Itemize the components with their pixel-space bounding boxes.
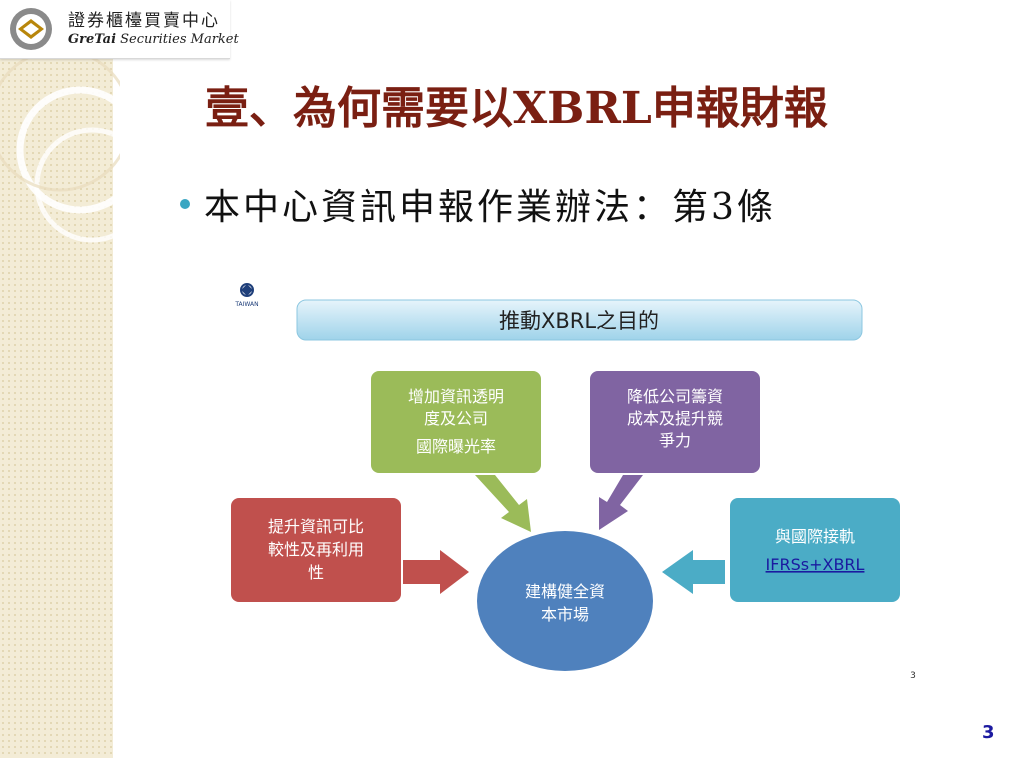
node-transparency-line3: 國際曝光率 <box>416 437 496 456</box>
bullet-text: 本中心資訊申報作業辦法：第3條 <box>204 187 776 228</box>
diagram-inner-page-number: 3 <box>910 671 916 680</box>
node-cost-line1: 降低公司籌資 <box>627 387 723 406</box>
purpose-diagram: TAIWAN 推動XBRL之目的 增加資訊透明 度及公司 國際曝光率 降低公司籌… <box>231 283 916 680</box>
node-comparability-line1: 提升資訊可比 <box>268 517 364 536</box>
arrow-purple <box>599 475 643 530</box>
node-cost-line3: 爭力 <box>659 431 691 450</box>
logo-english-name: GreTai Securities Market <box>68 32 239 47</box>
taiwan-small-logo: TAIWAN <box>234 283 259 308</box>
diagram-header-bar <box>296 299 863 341</box>
node-comparability <box>231 498 401 602</box>
decorative-side-band <box>0 0 113 758</box>
diagram-header-text: 推動XBRL之目的 <box>499 309 659 333</box>
gretai-logo-icon <box>10 8 52 50</box>
node-transparency <box>371 371 541 473</box>
node-cost-line2: 成本及提升競 <box>627 409 723 428</box>
arrow-green <box>475 475 531 532</box>
gretai-logo: 證券櫃檯買賣中心 GreTai Securities Market <box>0 0 239 59</box>
taiwan-logo-text: TAIWAN <box>234 301 258 308</box>
arrow-red <box>403 550 469 594</box>
arrow-cyan <box>662 550 725 594</box>
center-node-line2: 本市場 <box>541 605 589 624</box>
bullet-dot-icon <box>180 199 190 209</box>
page-number: 3 <box>982 722 995 743</box>
node-cost <box>590 371 760 473</box>
node-international <box>730 498 900 602</box>
node-comparability-line3: 性 <box>308 563 324 582</box>
node-comparability-line2: 較性及再利用 <box>268 540 364 559</box>
node-transparency-line1: 增加資訊透明 <box>408 387 504 406</box>
center-node-line1: 建構健全資 <box>525 582 605 601</box>
node-international-link[interactable]: IFRSs+XBRL <box>766 555 865 574</box>
node-international-line1: 與國際接軌 <box>775 527 855 546</box>
bullet-item: 本中心資訊申報作業辦法：第3條 <box>180 178 776 230</box>
logo-chinese-name: 證券櫃檯買賣中心 <box>68 11 220 31</box>
center-node-capital-market <box>477 531 653 671</box>
node-transparency-line2: 度及公司 <box>424 409 488 428</box>
slide-title: 壹、為何需要以XBRL申報財報 <box>205 83 828 134</box>
